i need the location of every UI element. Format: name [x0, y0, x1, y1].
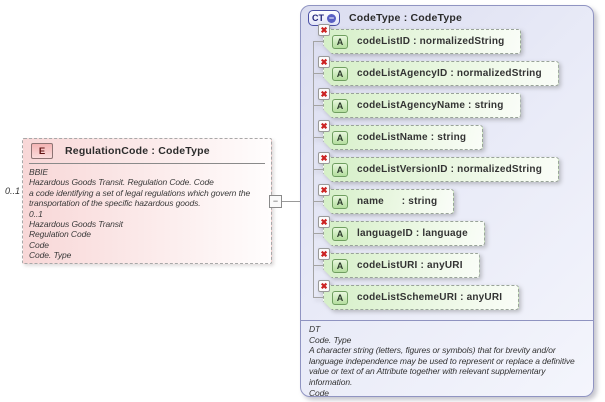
type-annotation: DT Code. Type A character string (letter…	[301, 320, 593, 398]
red-x-icon: ✖	[318, 184, 330, 196]
red-x-icon: ✖	[318, 120, 330, 132]
attribute-label: name : string	[357, 196, 438, 207]
attribute-icon: A	[332, 35, 348, 49]
type-header: CT − CodeType : CodeType	[301, 6, 593, 28]
element-badge-icon: E	[31, 143, 53, 159]
element-doc: BBIE Hazardous Goods Transit. Regulation…	[29, 167, 265, 261]
element-header: E RegulationCode : CodeType	[29, 143, 265, 159]
element-divider	[29, 163, 265, 164]
doc-line-data-type: Code. Type	[29, 250, 72, 261]
doc-line-definition: a code identifying a set of legal regula…	[29, 187, 251, 209]
attribute-label: codeListURI : anyURI	[357, 260, 463, 271]
attribute-icon: A	[332, 227, 348, 241]
red-x-icon: ✖	[318, 216, 330, 228]
type-title: CodeType : CodeType	[349, 12, 463, 24]
red-x-icon: ✖	[318, 280, 330, 292]
attribute-icon: A	[332, 195, 348, 209]
attribute-label: languageID : language	[357, 228, 468, 239]
red-x-icon: ✖	[318, 88, 330, 100]
attribute-label: codeListAgencyID : normalizedString	[357, 68, 542, 79]
annotation-line-data-type: Code. Type	[309, 334, 352, 345]
attribute-label: codeListVersionID : normalizedString	[357, 164, 543, 175]
element-title: RegulationCode : CodeType	[65, 145, 210, 157]
doc-line-bbie: BBIE	[29, 167, 48, 177]
annotation-line-representation: Code	[309, 387, 329, 398]
attribute-label: codeListAgencyName : string	[357, 100, 504, 111]
element-node-regulationcode[interactable]: E RegulationCode : CodeType BBIE Hazardo…	[22, 138, 272, 264]
collapse-toggle-icon[interactable]: −	[269, 195, 282, 208]
attribute-icon: A	[332, 291, 348, 305]
attribute-codeListAgencyName[interactable]: ✖ A codeListAgencyName : string	[313, 88, 521, 118]
attribute-codeListAgencyID[interactable]: ✖ A codeListAgencyID : normalizedString	[313, 56, 559, 86]
attribute-name[interactable]: ✖ A name : string	[312, 184, 454, 214]
annotation-line-dt: DT	[309, 324, 321, 334]
doc-line-dictionary-entry: Hazardous Goods Transit. Regulation Code…	[29, 177, 214, 188]
attribute-icon: A	[332, 99, 348, 113]
doc-line-object-class: Hazardous Goods Transit	[29, 219, 123, 230]
red-x-icon: ✖	[318, 56, 330, 68]
collapse-minus-icon[interactable]: −	[327, 12, 336, 23]
ct-badge-label: CT	[312, 13, 324, 23]
doc-line-property-term: Regulation Code	[29, 229, 91, 240]
doc-line-cardinality: 0..1	[29, 208, 43, 219]
annotation-line-definition: A character string (letters, figures or …	[309, 345, 575, 387]
attribute-codeListVersionID[interactable]: ✖ A codeListVersionID : normalizedString	[312, 152, 559, 182]
attribute-label: codeListSchemeURI : anyURI	[357, 292, 503, 303]
doc-line-representation-term: Code	[29, 239, 49, 250]
complex-type-node-codetype[interactable]: CT − CodeType : CodeType ✖ A codeListID …	[300, 5, 594, 398]
attribute-languageID[interactable]: ✖ A languageID : language	[313, 216, 485, 246]
attribute-icon: A	[332, 131, 348, 145]
attribute-label: codeListName : string	[357, 132, 467, 143]
attribute-codeListID[interactable]: ✖ A codeListID : normalizedString	[312, 24, 521, 54]
attribute-codeListName[interactable]: ✖ A codeListName : string	[312, 120, 483, 150]
attribute-codeListSchemeURI[interactable]: ✖ A codeListSchemeURI : anyURI	[312, 280, 519, 310]
attribute-label: codeListID : normalizedString	[357, 36, 505, 47]
attribute-codeListURI[interactable]: ✖ A codeListURI : anyURI	[313, 248, 480, 278]
red-x-icon: ✖	[318, 24, 330, 36]
red-x-icon: ✖	[318, 248, 330, 260]
attribute-icon: A	[332, 259, 348, 273]
connector-line	[282, 201, 301, 202]
cardinality-label: 0..1	[5, 186, 21, 196]
attribute-icon: A	[332, 67, 348, 81]
attribute-icon: A	[332, 163, 348, 177]
attribute-tree: ✖ A codeListID : normalizedString ✖ A co…	[312, 24, 593, 310]
red-x-icon: ✖	[318, 152, 330, 164]
